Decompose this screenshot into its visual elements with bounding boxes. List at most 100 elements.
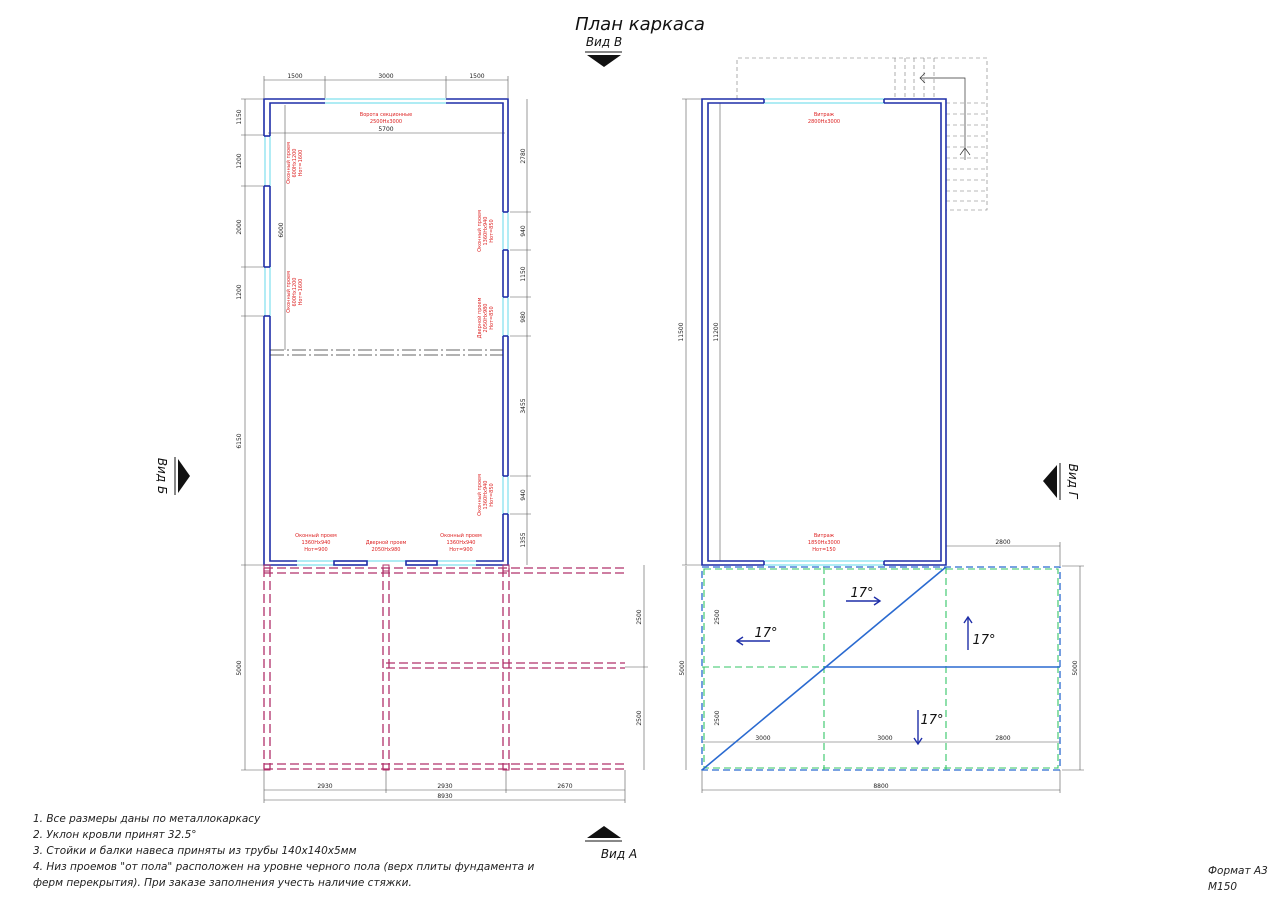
slope-arrows (735, 596, 973, 746)
slope-label-3: 17° (972, 633, 995, 648)
svg-text:Оконный проем: Оконный проем (476, 210, 483, 252)
svg-text:Оконный проем: Оконный проем (476, 474, 483, 516)
dim-right-1: 2780 (520, 148, 527, 163)
slope-label-2: 17° (754, 626, 777, 641)
view-b-label: Вид Б (155, 458, 169, 494)
dim-roof-top: 2800 (995, 539, 1010, 546)
sheet-format: Формат А3 (1208, 865, 1268, 877)
svg-text:Нот=900: Нот=900 (449, 547, 472, 553)
dim-right-plan-inner: 11200 (713, 322, 720, 341)
view-arrow-icon (587, 826, 621, 838)
svg-text:1360Нх940: 1360Нх940 (483, 481, 489, 510)
roof-canopy (701, 566, 1061, 771)
dim-roof-side: 5000 (679, 660, 686, 675)
dim-left-1: 1150 (236, 109, 243, 124)
opening-window-bottom-2: Оконный проем 1360Нх940 Нот=900 (440, 532, 482, 553)
dim-roof-right: 5000 (1072, 660, 1079, 675)
view-a-marker: Вид А (585, 826, 637, 861)
svg-text:Нот=1600: Нот=1600 (298, 150, 304, 177)
svg-text:Оконный проем: Оконный проем (295, 532, 337, 539)
opening-door-bottom: Дверной проем 2050Нх980 (366, 539, 407, 553)
dim-top-2: 3000 (378, 73, 393, 80)
view-b-marker: Вид Б (155, 457, 190, 495)
dim-right-plan-height: 11500 (678, 322, 685, 341)
opening-door-right: Дверной проем 2050Нх980 Нот=850 (476, 297, 495, 338)
dim-inner-vertical: 6000 (278, 222, 285, 237)
svg-text:1360Нх940: 1360Нх940 (447, 540, 476, 546)
dim-inner-width: 5700 (378, 126, 393, 133)
svg-text:Дверной проем: Дверной проем (366, 539, 407, 546)
sheet-scale: М150 (1208, 881, 1238, 893)
opening-window-right-2: Оконный проем 1360Нх940 Нот=850 (476, 474, 495, 516)
svg-text:Нот=850: Нот=850 (489, 219, 495, 242)
note-4: 4. Низ проемов "от пола" расположен на у… (33, 861, 535, 873)
svg-text:Нот=1600: Нот=1600 (298, 279, 304, 306)
note-1: 1. Все размеры даны по металлокаркасу (33, 813, 261, 825)
svg-text:Ворота секционные: Ворота секционные (360, 112, 412, 118)
opening-window-bottom-1: Оконный проем 1360Нх940 Нот=900 (295, 532, 337, 553)
dim-bottom-3: 2670 (557, 783, 572, 790)
dim-left-3: 2000 (236, 219, 243, 234)
view-v-label: Вид В (586, 35, 622, 49)
slope-label-1: 17° (850, 586, 873, 601)
dim-left-6: 5000 (236, 660, 243, 675)
dim-top-1: 1500 (287, 73, 302, 80)
dim-right-4: 980 (520, 311, 527, 323)
dim-roof-2: 3000 (877, 735, 892, 742)
opening-window-left-1: Оконный проем 600Нх1200 Нот=1600 (285, 142, 304, 184)
dim-left-4: 1200 (236, 284, 243, 299)
svg-text:Оконный проем: Оконный проем (285, 142, 292, 184)
dim-bottom-2: 2930 (437, 783, 452, 790)
opening-glazing-top: Витраж 2800Нх3000 (808, 112, 840, 125)
right-plan: 17° 17° 17° 17° 11500 11200 2800 3000 30… (678, 57, 1084, 793)
view-g-label: Вид Г (1066, 464, 1080, 500)
dim-roof-3: 2800 (995, 735, 1010, 742)
view-v-marker: Вид В (585, 35, 622, 67)
svg-text:Нот=150: Нот=150 (812, 547, 835, 553)
svg-text:1360Нх940: 1360Нх940 (483, 217, 489, 246)
dim-right-6: 940 (520, 489, 527, 501)
view-a-label: Вид А (601, 847, 637, 861)
dim-right-3: 1150 (520, 266, 527, 281)
view-arrow-icon (1043, 465, 1057, 498)
svg-text:Оконный проем: Оконный проем (440, 532, 482, 539)
svg-text:Оконный проем: Оконный проем (285, 271, 292, 313)
note-5: ферм перекрытия). При заказе заполнения … (33, 877, 412, 889)
dim-right-8: 2500 (636, 609, 643, 624)
svg-text:600Нх1200: 600Нх1200 (292, 149, 298, 178)
view-g-marker: Вид Г (1043, 463, 1080, 500)
svg-text:1850Нх3000: 1850Нх3000 (808, 540, 840, 546)
note-2: 2. Уклон кровли принят 32.5° (33, 829, 197, 841)
svg-text:2050Нх980: 2050Нх980 (372, 547, 401, 553)
canopy-frame (263, 567, 625, 770)
svg-text:2050Нх980: 2050Нх980 (483, 304, 489, 333)
dim-total: 8930 (437, 793, 452, 800)
dim-bottom-1: 2930 (317, 783, 332, 790)
svg-text:2500Нх3000: 2500Нх3000 (370, 119, 402, 125)
right-walls (701, 98, 947, 566)
svg-text:Витраж: Витраж (814, 533, 835, 539)
dim-roof-left-1: 2500 (714, 609, 721, 624)
left-plan: 1500 3000 1500 5700 8930 2930 2930 2670 … (236, 73, 648, 803)
svg-text:Нот=900: Нот=900 (304, 547, 327, 553)
note-3: 3. Стойки и балки навеса приняты из труб… (33, 845, 357, 857)
dim-roof-left-2: 2500 (714, 710, 721, 725)
dim-roof-1: 3000 (755, 735, 770, 742)
opening-window-right-1: Оконный проем 1360Нх940 Нот=850 (476, 210, 495, 252)
svg-text:1360Нх940: 1360Нх940 (302, 540, 331, 546)
svg-text:Витраж: Витраж (814, 112, 835, 118)
dim-left-5: 6150 (236, 433, 243, 448)
svg-text:Нот=850: Нот=850 (489, 483, 495, 506)
svg-text:600Нх1200: 600Нх1200 (292, 278, 298, 307)
dim-left-2: 1200 (236, 153, 243, 168)
dim-right-2: 940 (520, 225, 527, 237)
dim-top-3: 1500 (469, 73, 484, 80)
drawing-title: План каркаса (575, 14, 705, 35)
opening-window-left-2: Оконный проем 600Нх1200 Нот=1600 (285, 271, 304, 313)
dim-roof-total: 8800 (873, 783, 888, 790)
dim-right-5: 3455 (520, 398, 527, 413)
dim-right-9: 2500 (636, 710, 643, 725)
dim-right-7: 1355 (520, 532, 527, 547)
opening-gate: Ворота секционные 2500Нх3000 (360, 112, 412, 125)
